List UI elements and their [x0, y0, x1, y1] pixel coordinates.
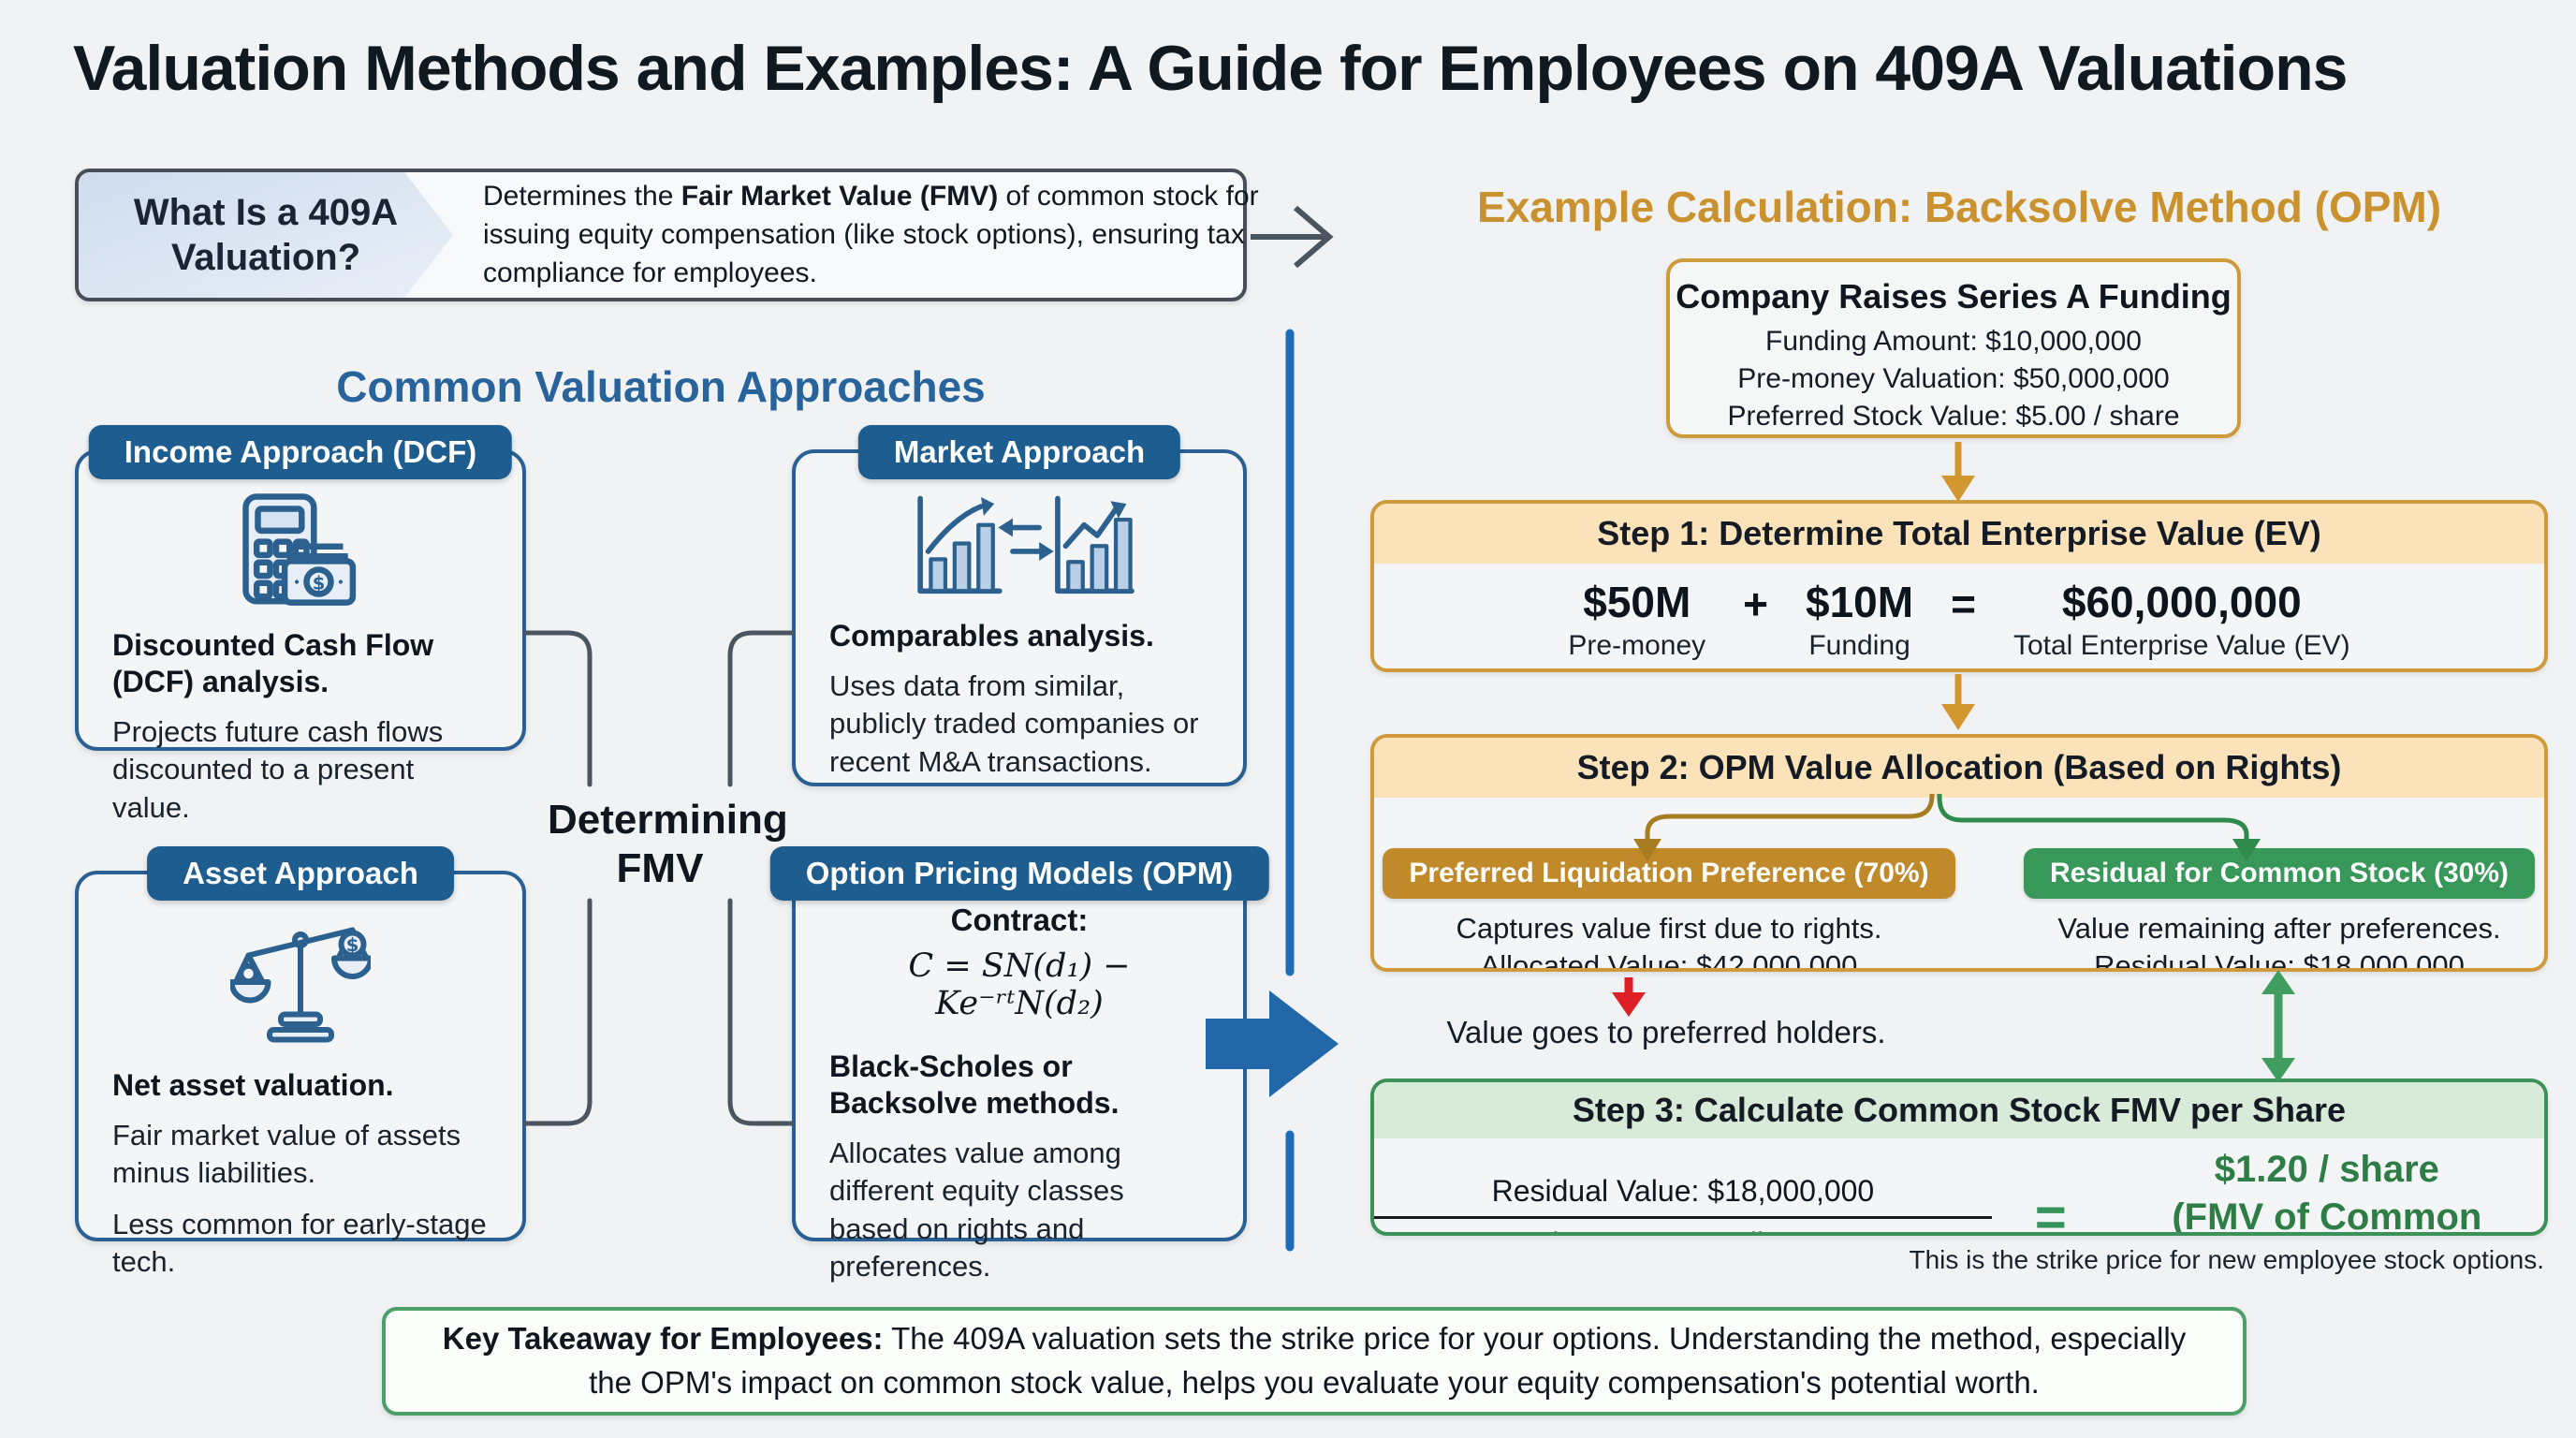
determining-fmv-label: Determining FMV — [548, 797, 788, 891]
step1-to-step2-arrow — [1941, 674, 1975, 730]
preferred-allocation-block: Preferred Liquidation Preference (70%) C… — [1383, 848, 1955, 972]
ev-value: $60,000,000 — [2061, 578, 2302, 626]
fmv-result-label: (FMV of Common Stock) — [2172, 1196, 2482, 1236]
residual-double-arrow — [2261, 970, 2295, 1082]
fmv-result: $1.20 / share (FMV of Common Stock) — [2110, 1146, 2544, 1236]
approach-pill-market: Market Approach — [857, 425, 1181, 479]
residual-line-2: Residual Value: $18,000,000 — [2094, 949, 2465, 972]
approach-body-2: Less common for early-stage tech. — [112, 1207, 487, 1278]
bracket-top-left — [523, 630, 593, 787]
black-scholes-formula: C = SN(d₁) − Ke⁻ʳᵗN(d₂) — [908, 947, 1131, 1022]
step2-header: Step 2: OPM Value Allocation (Based on R… — [1374, 738, 2544, 798]
approach-pill-income: Income Approach (DCF) — [88, 425, 513, 479]
bracket-bottom-right — [727, 898, 795, 1126]
question-text: What Is a 409A Valuation? — [133, 192, 399, 278]
approach-card-opm: Option Pricing Models (OPM) Contract: C … — [769, 846, 1269, 1283]
bracket-bottom-left — [523, 898, 593, 1126]
ev-label: Total Enterprise Value (EV) — [2012, 629, 2350, 661]
pre-money-term: $50M Pre-money — [1568, 579, 1705, 662]
approach-card-asset: Asset Approach — [75, 846, 526, 1278]
approach-lead: Comparables analysis. — [829, 619, 1154, 653]
intro-description: Determines the Fair Market Value (FMV) o… — [483, 178, 1295, 292]
intro-box: What Is a 409A Valuation? Determines the… — [75, 169, 1259, 301]
fmv-fraction: Residual Value: $18,000,000 Common Share… — [1374, 1174, 1992, 1232]
residual-lines: Value remaining after preferences. Resid… — [2057, 910, 2501, 972]
approach-card-income: Income Approach (DCF) — [75, 425, 526, 824]
key-takeaway-body: The 409A valuation sets the strike price… — [589, 1321, 2187, 1400]
contract-label: Contract: — [950, 902, 1089, 937]
intro-description-pre: Determines the — [483, 180, 681, 212]
preferred-down-arrow — [1612, 977, 1646, 1017]
approach-pill-opm: Option Pricing Models (OPM) — [769, 846, 1269, 901]
page-title: Valuation Methods and Examples: A Guide … — [73, 33, 2348, 104]
company-to-step1-arrow — [1941, 442, 1975, 502]
key-takeaway-lead: Key Takeaway for Employees: — [442, 1321, 884, 1357]
preferred-stock-line: Preferred Stock Value: $5.00 / share — [1727, 401, 2180, 433]
company-funding-box: Company Raises Series A Funding Funding … — [1666, 258, 2241, 438]
step1-equation: $50M Pre-money + $10M Funding = $60,000,… — [1374, 564, 2544, 662]
step3-box: Step 3: Calculate Common Stock FMV per S… — [1370, 1078, 2548, 1236]
residual-allocation-block: Residual for Common Stock (30%) Value re… — [2020, 848, 2539, 972]
funding-value: $10M — [1806, 578, 1914, 626]
preferred-line-2: Allocated Value: $42,000,000 — [1480, 949, 1858, 972]
approach-card-market-body: Comparables analysis. Uses data from sim… — [796, 453, 1243, 781]
pre-money-value: $50M — [1583, 578, 1691, 626]
approach-pill-asset: Asset Approach — [147, 846, 454, 901]
approach-lead: Black-Scholes or Backsolve methods. — [829, 1049, 1120, 1121]
preferred-line-1: Captures value first due to rights. — [1456, 912, 1882, 945]
funding-label: Funding — [1808, 629, 1910, 661]
strike-price-caption: This is the strike price for new employe… — [1909, 1245, 2544, 1274]
funding-term: $10M Funding — [1806, 579, 1913, 662]
calculator-money-icon: $ — [112, 491, 489, 612]
step2-box: Step 2: OPM Value Allocation (Based on R… — [1370, 734, 2548, 972]
pre-money-line: Pre-money Valuation: $50,000,000 — [1737, 363, 2170, 395]
equals-sign: = — [2034, 1187, 2067, 1236]
approach-body: Allocates value among different equity c… — [829, 1137, 1124, 1283]
bar-charts-icon — [829, 491, 1209, 603]
approach-lead: Net asset valuation. — [112, 1068, 394, 1102]
approach-card-market: Market Approach — [792, 425, 1247, 786]
approach-card-income-body: $ Discounted Cash Flow (DCF) analysis. P… — [79, 453, 522, 827]
residual-pill: Residual for Common Stock (30%) — [2023, 848, 2536, 899]
svg-text:$: $ — [313, 572, 326, 594]
left-section-heading: Common Valuation Approaches — [336, 362, 986, 411]
ev-term: $60,000,000 Total Enterprise Value (EV) — [2013, 579, 2350, 662]
step3-equation: Residual Value: $18,000,000 Common Share… — [1374, 1138, 2544, 1236]
key-takeaway-box: Key Takeaway for Employees: The 409A val… — [382, 1307, 2247, 1416]
approach-card-asset-body: $ Net asset valuation. Fair market value… — [79, 874, 522, 1281]
fraction-denominator: Common Shares Outstanding: 15,000,000 — [1374, 1219, 1992, 1232]
preferred-holders-note: Value goes to preferred holders. — [1446, 1015, 1886, 1049]
approach-body: Projects future cash flows discounted to… — [112, 715, 444, 824]
preferred-lines: Captures value first due to rights. Allo… — [1456, 910, 1882, 972]
approach-card-opm-body: Contract: C = SN(d₁) − Ke⁻ʳᵗN(d₂) Black-… — [796, 874, 1243, 1285]
balance-scale-icon: $ — [112, 912, 489, 1052]
equals-operator: = — [1951, 580, 1976, 628]
intro-description-bold: Fair Market Value (FMV) — [681, 180, 999, 212]
pre-money-label: Pre-money — [1568, 629, 1706, 661]
approach-body: Uses data from similar, publicly traded … — [829, 669, 1199, 778]
residual-line-1: Value remaining after preferences. — [2057, 912, 2501, 945]
step1-header: Step 1: Determine Total Enterprise Value… — [1374, 504, 2544, 564]
company-funding-lines: Funding Amount: $10,000,000 Pre-money Va… — [1670, 324, 2237, 434]
preferred-pill: Preferred Liquidation Preference (70%) — [1383, 848, 1955, 899]
approach-lead: Discounted Cash Flow (DCF) analysis. — [112, 628, 434, 699]
question-panel: What Is a 409A Valuation? — [79, 172, 453, 298]
right-section-heading: Example Calculation: Backsolve Method (O… — [1476, 183, 2442, 231]
key-takeaway-text: Key Takeaway for Employees: The 409A val… — [430, 1317, 2199, 1405]
funding-amount-line: Funding Amount: $10,000,000 — [1765, 326, 2142, 357]
step1-box: Step 1: Determine Total Enterprise Value… — [1370, 500, 2548, 672]
approach-body: Fair market value of assets minus liabil… — [112, 1119, 461, 1190]
svg-text:$: $ — [346, 934, 359, 956]
plus-operator: + — [1743, 580, 1769, 628]
bracket-top-right — [727, 630, 795, 787]
intro-description-post: of common stock for issuing equity compe… — [483, 180, 1259, 288]
fmv-per-share: $1.20 / share — [2214, 1149, 2439, 1190]
fraction-numerator: Residual Value: $18,000,000 — [1374, 1174, 1992, 1220]
step3-header: Step 3: Calculate Common Stock FMV per S… — [1374, 1082, 2544, 1138]
company-funding-title: Company Raises Series A Funding — [1676, 277, 2232, 315]
